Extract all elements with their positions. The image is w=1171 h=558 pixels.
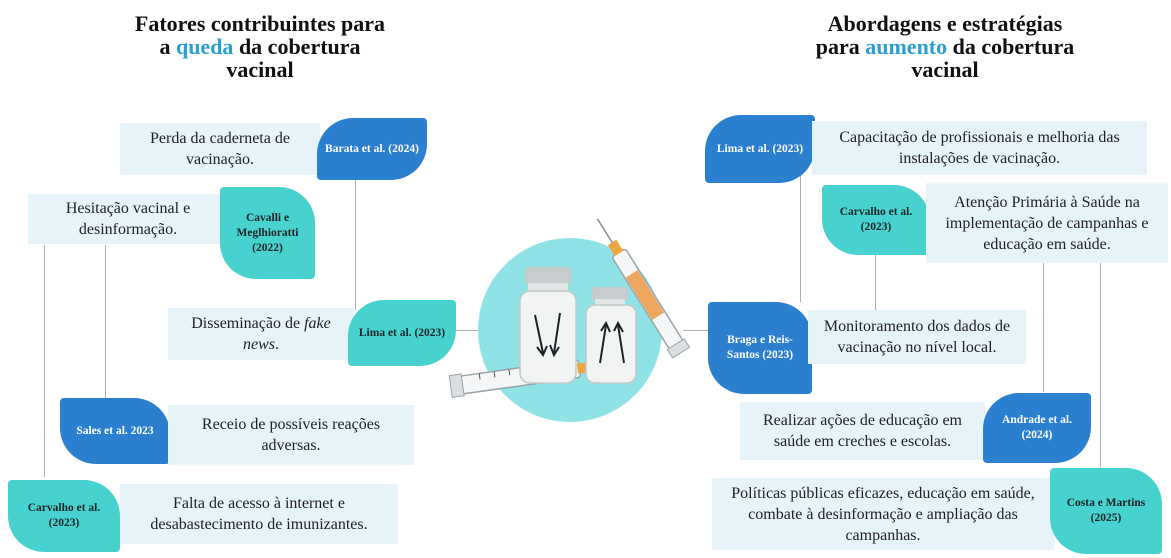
right-item-text: Capacitação de profissionais e melhoria …: [812, 121, 1147, 175]
connector-line: [800, 170, 801, 302]
vaccine-vials-icon: [448, 218, 691, 422]
right-title-line1: Abordagens e estratégias: [827, 11, 1063, 36]
arrow-down-icon: [534, 312, 561, 358]
right-item-text: Monitoramento dos dados de vacinação no …: [808, 310, 1026, 364]
left-title-line2: a queda da cobertura: [159, 34, 361, 59]
citation-badge: Sales et al. 2023: [60, 398, 170, 464]
right-panel-title: Abordagens e estratégias para aumento da…: [790, 12, 1100, 81]
arrow-up-icon: [599, 320, 625, 364]
citation-badge: Lima et al. (2023): [348, 300, 456, 366]
connector-line: [44, 245, 45, 477]
left-title-line3: vacinal: [226, 57, 294, 82]
citation-badge: Carvalho et al. (2023): [8, 480, 120, 552]
citation-badge: Carvalho et al. (2023): [822, 185, 930, 255]
connector-line: [683, 330, 713, 331]
right-item-text: Realizar ações de educação em saúde em c…: [740, 402, 985, 460]
left-title-highlight: queda: [175, 34, 234, 59]
connector-line: [875, 240, 876, 310]
citation-badge: Cavalli e Meglhioratti (2022): [220, 187, 315, 279]
right-title-highlight: aumento: [865, 34, 948, 59]
connector-line: [1100, 262, 1101, 467]
citation-badge: Braga e Reis-Santos (2023): [708, 302, 812, 394]
connector-line: [105, 245, 106, 400]
left-panel-title: Fatores contribuintes para a queda da co…: [120, 12, 400, 81]
right-title-line3: vacinal: [911, 57, 979, 82]
right-title-line2: para aumento da cobertura: [815, 34, 1075, 59]
right-item-text: Atenção Primária à Saúde na implementaçã…: [926, 183, 1168, 263]
right-item-text: Políticas públicas eficazes, educação em…: [712, 478, 1054, 550]
citation-badge: Costa e Martins (2025): [1050, 468, 1162, 554]
citation-badge: Lima et al. (2023): [705, 115, 815, 183]
left-item-text: Falta de acesso à internet e desabasteci…: [120, 484, 398, 544]
connector-line: [355, 175, 356, 310]
left-item-text: Receio de possíveis reações adversas.: [168, 405, 414, 465]
connector-line: [455, 330, 485, 331]
left-item-text: Perda da caderneta de vacinação.: [120, 123, 320, 175]
left-item-text: Disseminação de fake news.: [168, 308, 354, 360]
connector-line: [1043, 262, 1044, 392]
citation-badge: Andrade et al. (2024): [983, 393, 1091, 463]
left-item-text: Hesitação vacinal e desinformação.: [28, 194, 228, 244]
left-title-line1: Fatores contribuintes para: [134, 11, 386, 36]
citation-badge: Barata et al. (2024): [317, 118, 427, 180]
